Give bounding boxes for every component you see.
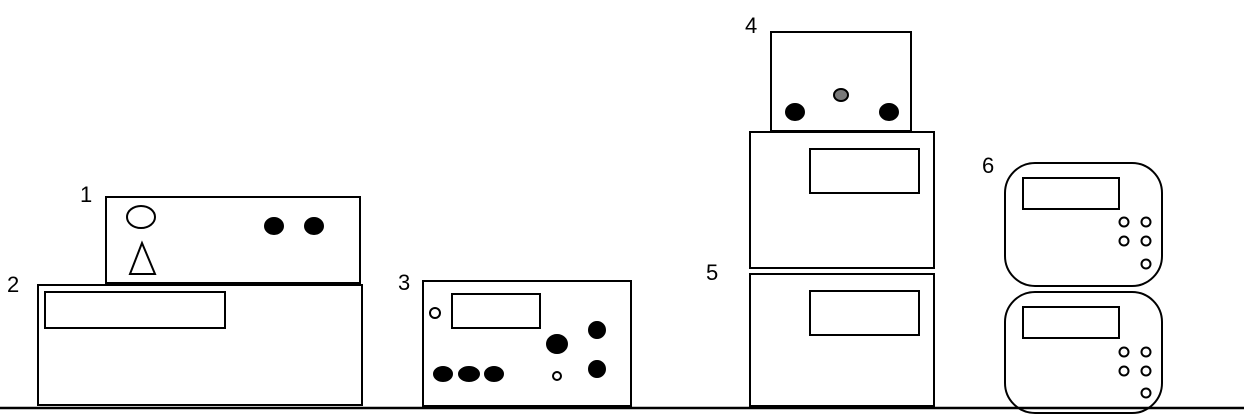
unit-6-lower-button-1	[1118, 346, 1130, 358]
unit-6-upper-display	[1022, 177, 1120, 210]
unit-1	[105, 196, 361, 284]
unit-6-upper-button-4	[1140, 235, 1152, 247]
unit-3-button-b	[458, 366, 480, 382]
unit-2	[37, 284, 363, 406]
unit-6-upper-button-5	[1140, 258, 1152, 270]
unit-6-lower-button-3	[1118, 365, 1130, 377]
unit-6-upper-button-2	[1140, 216, 1152, 228]
unit-4-knob-right	[879, 103, 899, 121]
unit-6-upper-button-1	[1118, 216, 1130, 228]
unit-4	[770, 31, 912, 132]
unit-6-lower-button-2	[1140, 346, 1152, 358]
label-2: 2	[7, 272, 19, 297]
unit-1-triangle-marker	[128, 240, 157, 275]
unit-6-upper-button-3	[1118, 235, 1130, 247]
unit-3-button-a	[433, 366, 453, 382]
unit-1-knob-b	[304, 217, 324, 235]
label-6: 6	[982, 153, 994, 178]
label-4: 4	[745, 13, 757, 38]
unit-5-upper-display	[809, 148, 920, 194]
unit-6-lower-button-5	[1140, 387, 1152, 399]
label-3: 3	[398, 270, 410, 295]
unit-3-small-ring-b	[552, 371, 562, 381]
unit-5	[749, 131, 935, 407]
label-1: 1	[80, 182, 92, 207]
unit-4-knob-left	[785, 103, 805, 121]
unit-2-display	[44, 291, 226, 329]
unit-3-display	[451, 293, 541, 329]
unit-6	[1004, 162, 1163, 414]
unit-3	[422, 280, 632, 407]
unit-5-lower-display	[809, 290, 920, 336]
unit-1-knob-a	[264, 217, 284, 235]
label-5: 5	[706, 260, 718, 285]
unit-3-knob-upper-right	[588, 321, 606, 339]
unit-6-lower-button-4	[1140, 365, 1152, 377]
unit-3-small-ring-a	[429, 307, 441, 319]
unit-3-knob-middle	[546, 334, 568, 354]
unit-1-ring-knob	[126, 205, 156, 229]
unit-3-button-c	[484, 366, 504, 382]
unit-6-lower-display	[1022, 306, 1120, 339]
unit-4-knob-center	[833, 88, 849, 102]
unit-3-knob-lower-right	[588, 360, 606, 378]
